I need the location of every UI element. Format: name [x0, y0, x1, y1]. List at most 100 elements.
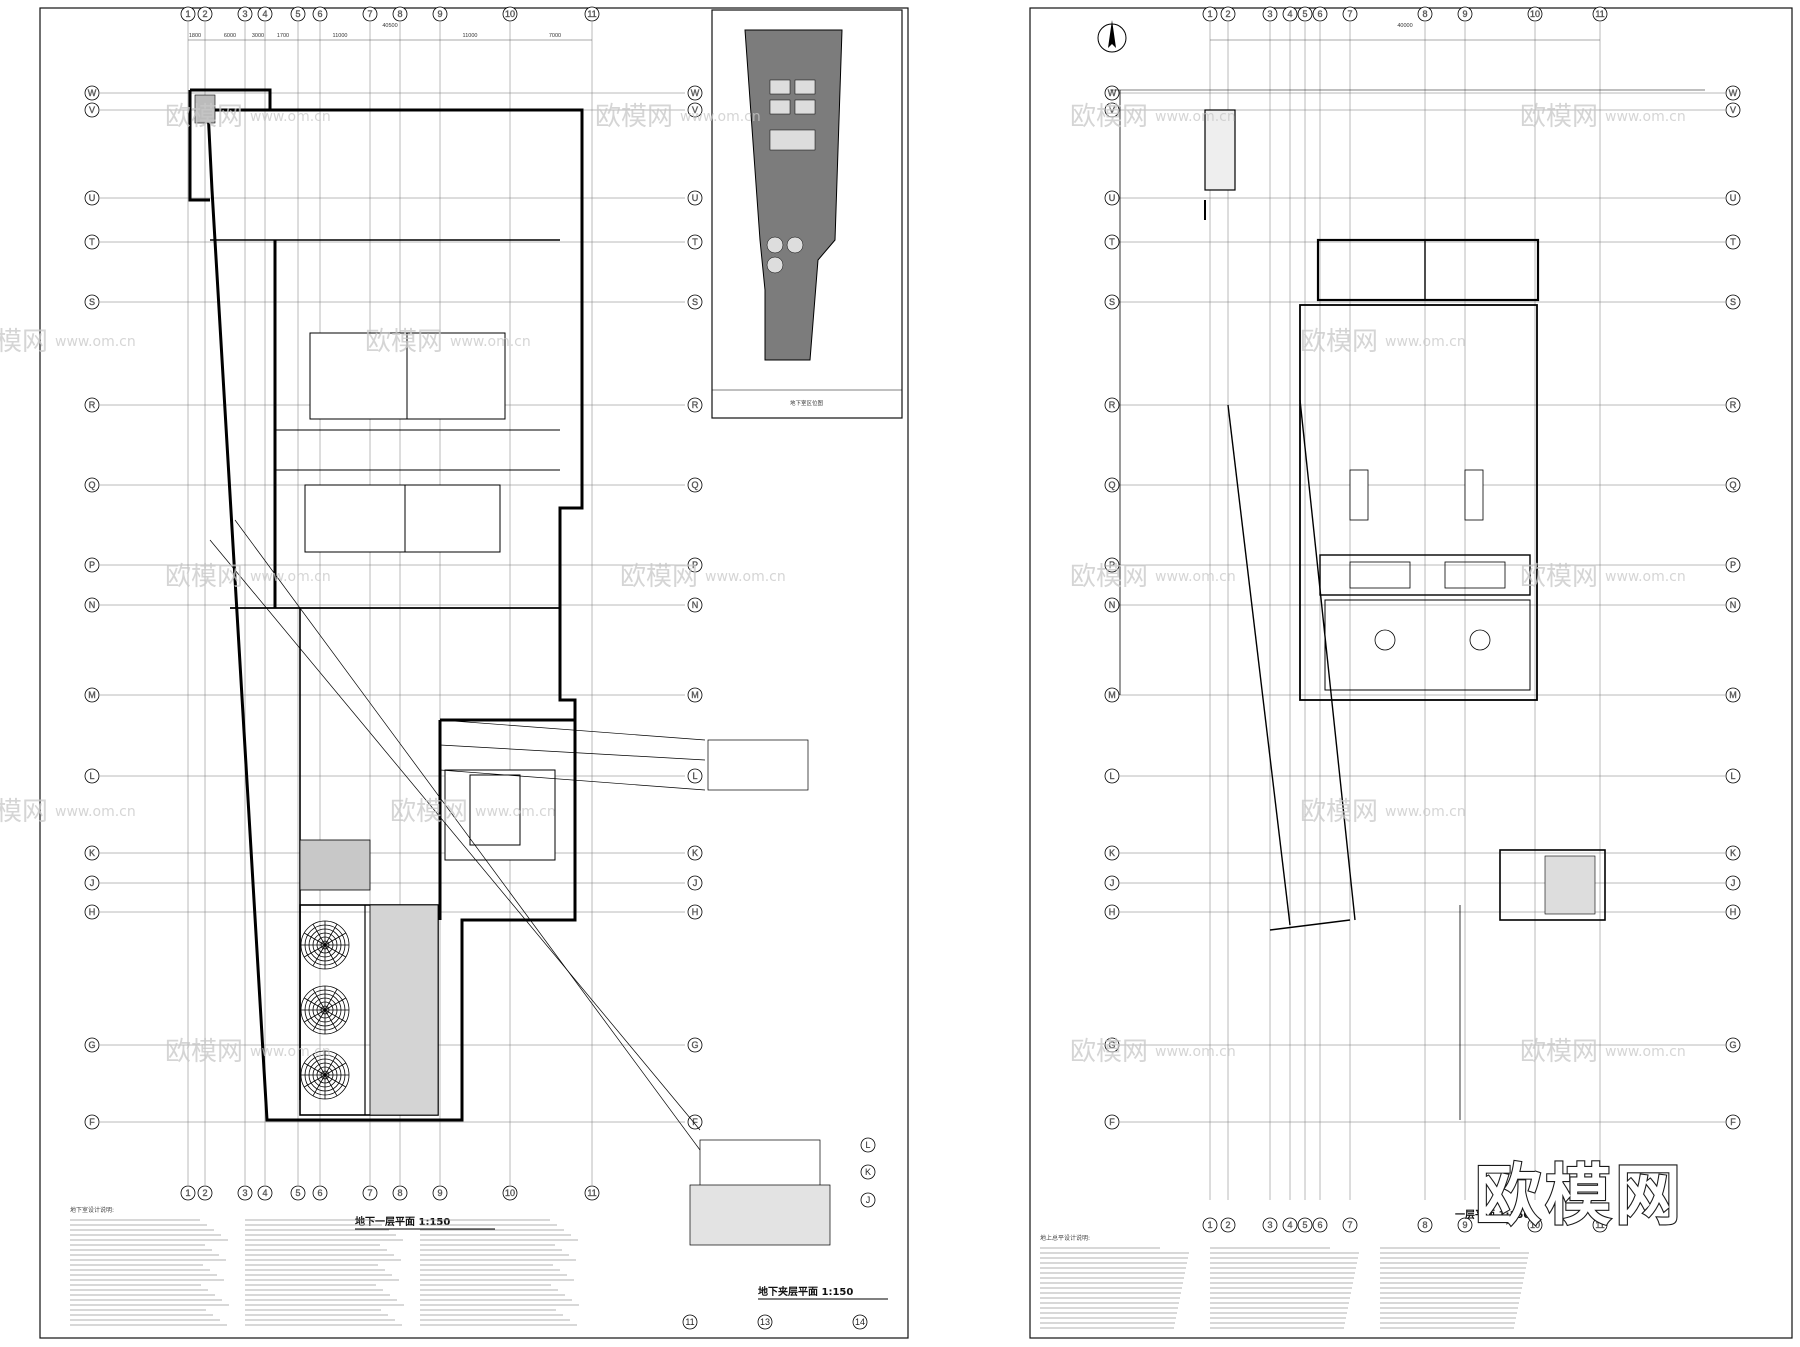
right-plan-title: 一层平面 1:150: [1455, 1209, 1530, 1221]
grid-row-left-label-bubble: [84, 1037, 100, 1053]
grid-col-bottom-label-bubble: [1262, 1217, 1278, 1233]
grid-col-bottom-label: 3: [242, 1188, 247, 1198]
grid-row-left-label: P: [1109, 560, 1115, 570]
grid-col-bottom-label: 6: [317, 1188, 322, 1198]
grid-col-top-label: 7: [1347, 9, 1352, 19]
grid-col-top-label: 11: [1595, 9, 1604, 19]
grid-col-bottom-label-bubble: [392, 1185, 408, 1201]
grid-row-right-label: M: [691, 690, 699, 700]
grid-col-top-label: 11: [587, 9, 596, 19]
watermark-logo: 欧模网: [0, 797, 48, 827]
grid-row-right-label-bubble: [1725, 1114, 1741, 1130]
mezz-col-label: 14: [855, 1317, 865, 1327]
watermark-url: www.om.cn: [1605, 1044, 1686, 1060]
grid-row-right-label: H: [1730, 907, 1737, 917]
right-notes-header: 地上总平设计说明:: [1040, 1234, 1090, 1242]
watermark-logo: 欧模网: [165, 1037, 243, 1067]
watermark-url: www.om.cn: [705, 569, 786, 585]
grid-row-right-label-bubble: [687, 557, 703, 573]
grid-row-left-label-bubble: [1104, 1114, 1120, 1130]
grid-row-left-label-bubble: [84, 687, 100, 703]
grid-col-top-label-bubble: [432, 6, 448, 22]
grid-col-top-label-bubble: [1220, 6, 1236, 22]
grid-col-bottom-label-bubble: [432, 1185, 448, 1201]
grid-row-left-label: F: [1109, 1117, 1115, 1127]
mezz-row-label-bubble: [860, 1164, 876, 1180]
north-arrow: [1097, 20, 1127, 53]
watermark-url: www.om.cn: [250, 569, 331, 585]
grid-row-right-label-bubble: [1725, 557, 1741, 573]
mezz-col-label-bubble: [682, 1314, 698, 1330]
grid-row-left-label: G: [1108, 1040, 1115, 1050]
grid-col-top-label-bubble: [362, 6, 378, 22]
grid-row-left-label: M: [1108, 690, 1116, 700]
grid-col-top-label-bubble: [290, 6, 306, 22]
grid-row-left-label: N: [89, 600, 96, 610]
grid-row-right-label-bubble: [1725, 397, 1741, 413]
grid-row-left-label-bubble: [1104, 397, 1120, 413]
grid-col-top-label-bubble: [1262, 6, 1278, 22]
grid-row-left-label: N: [1109, 600, 1116, 610]
watermark-logo: 欧模网: [390, 797, 468, 827]
grid-row-right-label: Q: [691, 480, 698, 490]
grid-row-right-label: M: [1729, 690, 1737, 700]
grid-col-bottom-label: 5: [295, 1188, 300, 1198]
ventilation-fans: [300, 920, 350, 1100]
grid-row-right-label: N: [1730, 600, 1737, 610]
fan-blade: [324, 1054, 338, 1076]
grid-row-left-label: P: [89, 560, 95, 570]
grid-row-left-label-bubble: [84, 397, 100, 413]
watermark-logo: 欧模网: [0, 327, 48, 357]
grid-col-bottom-label: 10: [1530, 1220, 1540, 1230]
grid-col-top-label: 2: [1225, 9, 1230, 19]
grid-row-right-label: J: [693, 878, 698, 888]
site-logo: 欧模网: [1475, 1157, 1685, 1234]
grid-row-left-label: S: [89, 297, 95, 307]
grid-row-right-label: G: [691, 1040, 698, 1050]
grid-col-top-label: 5: [1302, 9, 1307, 19]
watermark-url: www.om.cn: [1155, 109, 1236, 125]
grid-col-top-label: 9: [437, 9, 442, 19]
right-plan-dimensions: 40000: [1210, 23, 1600, 41]
right-plan-outline: [1110, 89, 1705, 1120]
grid-row-right-label-bubble: [1725, 875, 1741, 891]
watermark-url: www.om.cn: [1385, 804, 1466, 820]
watermark-logo: 欧模网: [620, 562, 698, 592]
grid-col-bottom-label: 9: [1462, 1220, 1467, 1230]
grid-row-right-label: V: [1730, 105, 1736, 115]
grid-row-left-label-bubble: [1104, 768, 1120, 784]
grid-col-bottom-label-bubble: [312, 1185, 328, 1201]
fan-blade: [304, 997, 326, 1011]
grid-col-top-label: 8: [1422, 9, 1427, 19]
grid-col-top-label: 3: [242, 9, 247, 19]
grid-row-right-label: F: [1730, 1117, 1736, 1127]
grid-row-left-label-bubble: [84, 1114, 100, 1130]
grid-col-top-label: 7: [367, 9, 372, 19]
grid-row-left-label: Q: [88, 480, 95, 490]
grid-row-left-label: T: [89, 237, 95, 247]
grid-col-bottom-label: 11: [587, 1188, 596, 1198]
grid-col-top-label: 6: [1317, 9, 1322, 19]
watermark-url: www.om.cn: [680, 109, 761, 125]
grid-row-left-label: G: [88, 1040, 95, 1050]
grid-row-left-label: V: [89, 105, 95, 115]
grid-row-left-label-bubble: [84, 904, 100, 920]
grid-row-right-label-bubble: [687, 687, 703, 703]
grid-row-right-label-bubble: [1725, 294, 1741, 310]
grid-row-right-label: P: [1730, 560, 1736, 570]
grid-col-bottom-label: 3: [1267, 1220, 1272, 1230]
grid-row-right-label-bubble: [687, 85, 703, 101]
fan-blade: [304, 1009, 326, 1023]
grid-row-left-label: H: [1109, 907, 1116, 917]
grid-col-bottom-label-bubble: [1342, 1217, 1358, 1233]
fan-blade: [324, 944, 338, 966]
dim-segment: 7000: [549, 33, 561, 39]
grid-row-left-label-bubble: [1104, 845, 1120, 861]
grid-row-left-label-bubble: [84, 190, 100, 206]
grid-col-top-label: 9: [1462, 9, 1467, 19]
grid-row-left-label-bubble: [1104, 904, 1120, 920]
grid-col-bottom-label-bubble: [1417, 1217, 1433, 1233]
dim-segment: 1700: [277, 33, 289, 39]
grid-col-top-label-bubble: [180, 6, 196, 22]
key-plan: [712, 29, 902, 391]
